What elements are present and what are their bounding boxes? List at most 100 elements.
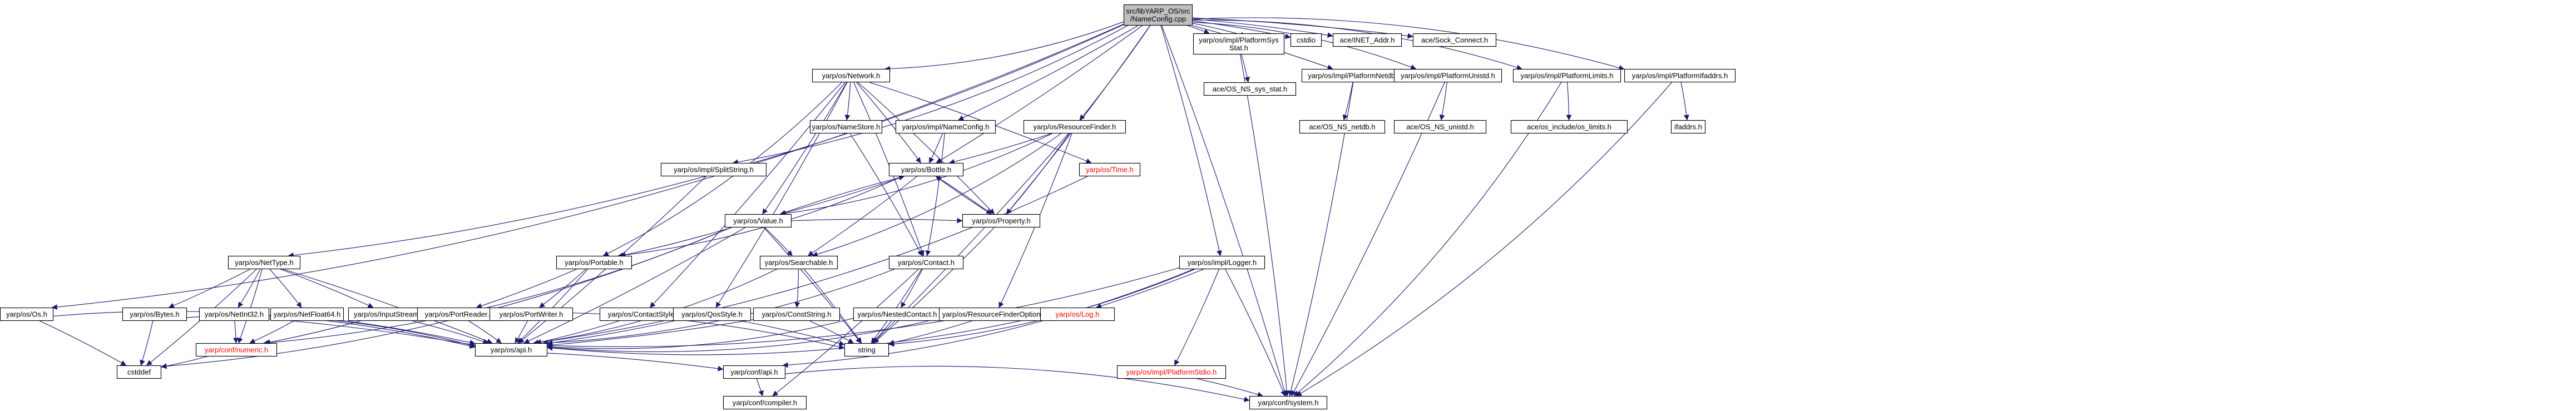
node-label: yarp/os/impl/PlatformStdio.h: [1126, 368, 1217, 377]
node-rfoptions[interactable]: yarp/os/ResourceFinderOptions.h: [938, 307, 1054, 321]
edge-contact-to-string: [871, 269, 922, 344]
node-label: yarp/conf/numeric.h: [205, 346, 268, 354]
edge-resourcefinder-to-searchable: [812, 133, 1061, 257]
node-resourcefinder[interactable]: yarp/os/ResourceFinder.h: [1023, 120, 1126, 134]
node-netint32[interactable]: yarp/os/NetInt32.h: [199, 307, 270, 321]
node-os[interactable]: yarp/os/Os.h: [0, 307, 54, 321]
node-os_ns_sys_stat[interactable]: ace/OS_NS_sys_stat.h: [1203, 82, 1297, 96]
node-label: yarp/os/Bottle.h: [901, 166, 951, 174]
node-cstddef[interactable]: cstddef: [116, 365, 162, 379]
node-root[interactable]: src/libYARP_OS/src/NameConfig.cpp: [1123, 4, 1193, 26]
node-nestedcontact[interactable]: yarp/os/NestedContact.h: [853, 307, 942, 321]
edge-network-to-property: [858, 82, 995, 215]
node-logger[interactable]: yarp/os/impl/Logger.h: [1179, 255, 1265, 270]
node-conststring[interactable]: yarp/os/ConstString.h: [753, 307, 840, 321]
node-label: yarp/os/Searchable.h: [765, 259, 833, 267]
edge-bottle-to-property: [936, 176, 992, 215]
node-value[interactable]: yarp/os/Value.h: [724, 214, 792, 228]
node-log[interactable]: yarp/os/Log.h: [1040, 307, 1115, 321]
node-box: [888, 255, 964, 270]
node-label: Stat.h: [1229, 44, 1248, 52]
edge-impl_nameconfig-to-contact: [925, 133, 945, 256]
node-box: [1510, 120, 1628, 134]
edge-portreader-to-api: [468, 320, 502, 344]
node-os_ns_unistd[interactable]: ace/OS_NS_unistd.h: [1393, 120, 1487, 134]
edge-value-to-bottle: [780, 175, 905, 215]
node-label: yarp/os/ResourceFinder.h: [1034, 123, 1116, 131]
edge-netfloat64-to-conf_numeric: [249, 320, 294, 344]
edge-network-to-contactstyle: [649, 82, 846, 308]
node-contact[interactable]: yarp/os/Contact.h: [888, 255, 964, 270]
node-string[interactable]: string: [844, 343, 889, 357]
edge-network-to-bottle: [856, 82, 921, 164]
node-limits[interactable]: yarp/os/impl/PlatformLimits.h: [1512, 68, 1621, 83]
node-network[interactable]: yarp/os/Network.h: [812, 68, 891, 83]
node-ace_limits[interactable]: ace/os_include/os_limits.h: [1510, 120, 1628, 134]
node-label: ace/OS_NS_netdb.h: [1309, 123, 1375, 131]
node-label: yarp/os/Log.h: [1056, 310, 1100, 319]
node-namestore[interactable]: yarp/os/NameStore.h: [809, 120, 883, 134]
node-box: [723, 365, 786, 379]
edge-nettype-to-netfloat64: [269, 269, 302, 308]
edge-root-to-sock_connect: [1192, 17, 1413, 39]
node-label: yarp/os/ConstString.h: [762, 310, 831, 319]
edge-conf_api-to-conf_compiler: [756, 378, 764, 397]
node-box: [1393, 68, 1502, 83]
node-label: yarp/os/NestedContact.h: [857, 310, 937, 319]
node-inet_addr[interactable]: ace/INET_Addr.h: [1332, 33, 1402, 47]
node-splitstring[interactable]: yarp/os/impl/SplitString.h: [660, 162, 767, 177]
node-portreader[interactable]: yarp/os/PortReader.h: [417, 307, 501, 321]
node-contactstyle[interactable]: yarp/os/ContactStyle.h: [599, 307, 689, 321]
node-bottle[interactable]: yarp/os/Bottle.h: [888, 162, 964, 177]
node-box: [199, 307, 270, 321]
node-label: yarp/os/NetInt32.h: [205, 310, 264, 319]
edge-bytes-to-cstddef: [140, 320, 154, 366]
node-impl_nameconfig[interactable]: yarp/os/impl/NameConfig.h: [895, 120, 996, 134]
node-stdio_pf[interactable]: yarp/os/impl/PlatformStdio.h: [1116, 365, 1227, 379]
edge-nettype-to-bytes: [168, 269, 250, 308]
edge-network-to-namestore: [844, 82, 851, 121]
node-box: [844, 343, 889, 357]
node-netfloat64[interactable]: yarp/os/NetFloat64.h: [270, 307, 344, 321]
edge-portable-to-portwriter: [539, 269, 586, 308]
node-portwriter[interactable]: yarp/os/PortWriter.h: [489, 307, 573, 321]
node-property[interactable]: yarp/os/Property.h: [962, 214, 1041, 228]
node-cstdio[interactable]: cstdio: [1290, 33, 1322, 47]
node-label: yarp/os/InputStream.h: [354, 310, 425, 319]
node-unistd[interactable]: yarp/os/impl/PlatformUnistd.h: [1393, 68, 1502, 83]
node-sock_connect[interactable]: ace/Sock_Connect.h: [1412, 33, 1497, 47]
node-api[interactable]: yarp/os/api.h: [474, 343, 548, 357]
node-conf_system[interactable]: yarp/conf/system.h: [1249, 395, 1328, 410]
node-bytes[interactable]: yarp/os/Bytes.h: [122, 307, 187, 321]
node-conf_compiler[interactable]: yarp/conf/compiler.h: [723, 395, 807, 410]
node-box: [812, 68, 891, 83]
node-qosstyle[interactable]: yarp/os/QosStyle.h: [673, 307, 751, 321]
edge-bottle-to-value: [779, 176, 904, 216]
node-label: yarp/os/Bytes.h: [130, 310, 180, 319]
node-box: [1332, 33, 1402, 47]
edge-value-to-string: [763, 227, 862, 344]
edge-value-to-portable: [620, 227, 732, 258]
node-label: yarp/os/NameStore.h: [812, 123, 881, 131]
node-ifaddrs[interactable]: ifaddrs.h: [1670, 120, 1706, 134]
node-netdb[interactable]: yarp/os/impl/PlatformNetdb.h: [1301, 68, 1408, 83]
node-box: [1079, 162, 1141, 177]
node-os_ns_netdb[interactable]: ace/OS_NS_netdb.h: [1299, 120, 1386, 134]
edge-resourcefinder-to-value: [780, 133, 1052, 216]
edge-conststring-to-string: [809, 320, 854, 344]
edge-root-to-property: [1006, 25, 1150, 215]
node-label: ace/INET_Addr.h: [1340, 36, 1395, 44]
node-nettype[interactable]: yarp/os/NetType.h: [228, 255, 301, 270]
node-box: [1624, 68, 1736, 83]
node-label: yarp/conf/system.h: [1258, 399, 1318, 407]
node-searchable[interactable]: yarp/os/Searchable.h: [759, 255, 838, 270]
node-conf_api[interactable]: yarp/conf/api.h: [723, 365, 786, 379]
node-box: [962, 214, 1041, 228]
node-ifaddrs_pf[interactable]: yarp/os/impl/PlatformIfaddrs.h: [1624, 68, 1736, 83]
node-box: [122, 307, 187, 321]
node-inputstream[interactable]: yarp/os/InputStream.h: [348, 307, 431, 321]
node-portable[interactable]: yarp/os/Portable.h: [556, 255, 632, 270]
node-conf_numeric[interactable]: yarp/conf/numeric.h: [195, 343, 278, 357]
node-time[interactable]: yarp/os/Time.h: [1079, 162, 1141, 177]
